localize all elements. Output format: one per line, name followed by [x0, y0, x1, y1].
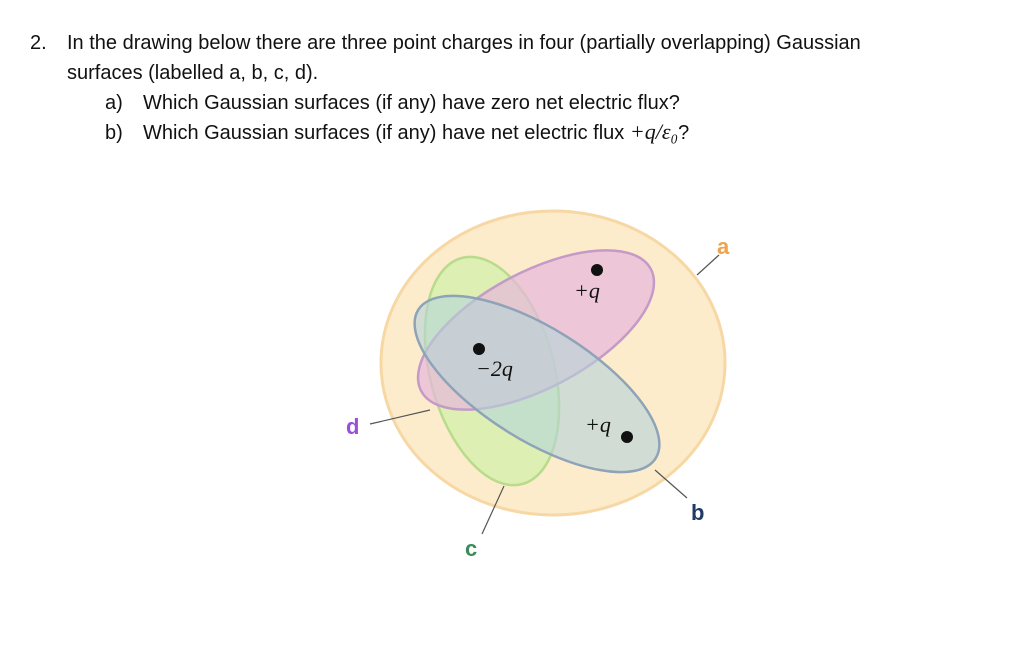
part-b-end: ? — [678, 122, 690, 144]
part-a-marker: a) — [105, 92, 123, 114]
question-intro-line2: surfaces (labelled a, b, c, d). — [67, 62, 319, 84]
question-intro-line1: In the drawing below there are three poi… — [67, 32, 861, 54]
leader-line-a — [696, 254, 720, 276]
charge-dot-right — [621, 431, 633, 443]
charge-dot-top — [591, 264, 603, 276]
question-part-b: b) Which Gaussian surfaces (if any) have … — [105, 117, 689, 148]
charge-label-right: +q — [585, 412, 611, 437]
surface-label-a: a — [717, 234, 730, 259]
part-a-text: Which Gaussian surfaces (if any) have ze… — [143, 92, 680, 114]
surface-label-b: b — [691, 500, 704, 525]
part-b-flux-expression: +q/ε₀ — [629, 119, 679, 144]
leader-line-b — [654, 469, 688, 499]
charge-label-top: +q — [574, 278, 600, 303]
surface-label-c: c — [465, 536, 477, 561]
charge-dot-center — [473, 343, 485, 355]
surface-label-d: d — [346, 414, 359, 439]
leader-line-d — [369, 409, 431, 425]
part-b-text: Which Gaussian surfaces (if any) have ne… — [143, 122, 630, 144]
question-part-a: a) Which Gaussian surfaces (if any) have … — [105, 88, 680, 118]
leader-line-c — [481, 485, 505, 535]
charge-label-center: −2q — [476, 356, 513, 381]
question-number: 2. — [30, 32, 47, 54]
gaussian-surface-b — [413, 294, 661, 474]
part-b-marker: b) — [105, 122, 123, 144]
